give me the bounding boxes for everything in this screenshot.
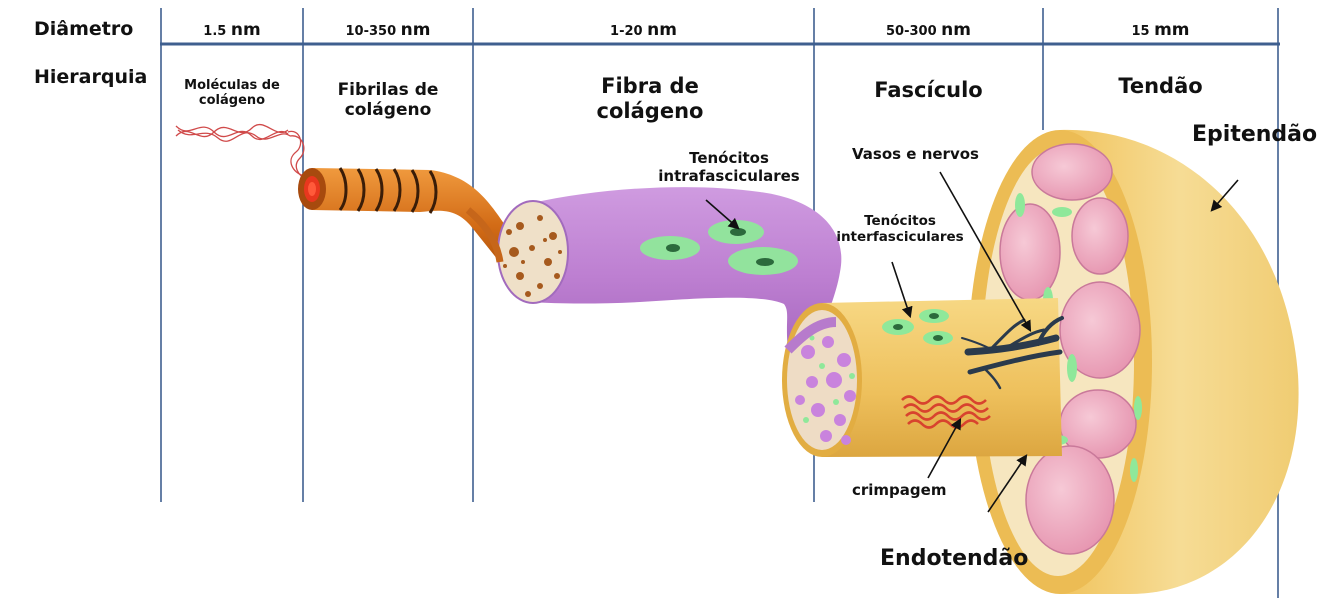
- diameter-cell: 1.5 nm: [161, 20, 303, 40]
- diameter-value: 10-350: [346, 24, 397, 39]
- diameter-unit: mm: [1154, 20, 1189, 40]
- hierarchy-name-line: colágeno: [161, 93, 303, 108]
- crimp-label: crimpagem: [852, 482, 946, 500]
- hierarchy-row-label: Hierarquia: [34, 66, 147, 88]
- diameter-value: 15: [1131, 24, 1149, 39]
- hierarchy-name-line: colágeno: [560, 99, 740, 124]
- diameter-unit: nm: [647, 20, 677, 40]
- diameter-unit: nm: [401, 20, 431, 40]
- hierarchy-name-line: Fascículo: [814, 78, 1043, 103]
- diameter-unit: nm: [941, 20, 971, 40]
- collagen-molecule: [176, 125, 308, 180]
- hierarchy-name-line: Fibrilas de: [303, 80, 473, 100]
- hierarchy-name-line: Tendão: [1043, 74, 1278, 99]
- annotation-line: intrafasciculares: [654, 168, 804, 186]
- annotation-line: interfasciculares: [830, 230, 970, 246]
- diameter-cell: 50-300 nm: [814, 20, 1043, 40]
- hierarchy-level-name: Fascículo: [814, 78, 1043, 103]
- diameter-cell: 15 mm: [1043, 20, 1278, 40]
- diameter-cell: 1-20 nm: [473, 20, 814, 40]
- diameter-value: 1.5: [203, 24, 226, 39]
- annotation-line: Tenócitos: [830, 214, 970, 230]
- diameter-row-label: Diâmetro: [34, 18, 133, 40]
- collagen-fibril: [298, 168, 528, 265]
- annotation-line: Tenócitos: [654, 150, 804, 168]
- epitendon-label: Epitendão: [1192, 122, 1317, 148]
- hierarchy-level-name: Tendão: [1043, 74, 1278, 99]
- diameter-value: 1-20: [610, 24, 643, 39]
- hierarchy-name-line: Moléculas de: [161, 78, 303, 93]
- diameter-value: 50-300: [886, 24, 937, 39]
- diameter-unit: nm: [231, 20, 261, 40]
- hierarchy-name-line: Fibra de: [560, 74, 740, 99]
- hierarchy-name-line: colágeno: [303, 100, 473, 120]
- fascicle: [782, 298, 1062, 457]
- diameter-cell: 10-350 nm: [303, 20, 473, 40]
- vessels-and-nerves-label: Vasos e nervos: [852, 146, 979, 164]
- endotendon-label: Endotendão: [880, 546, 1028, 572]
